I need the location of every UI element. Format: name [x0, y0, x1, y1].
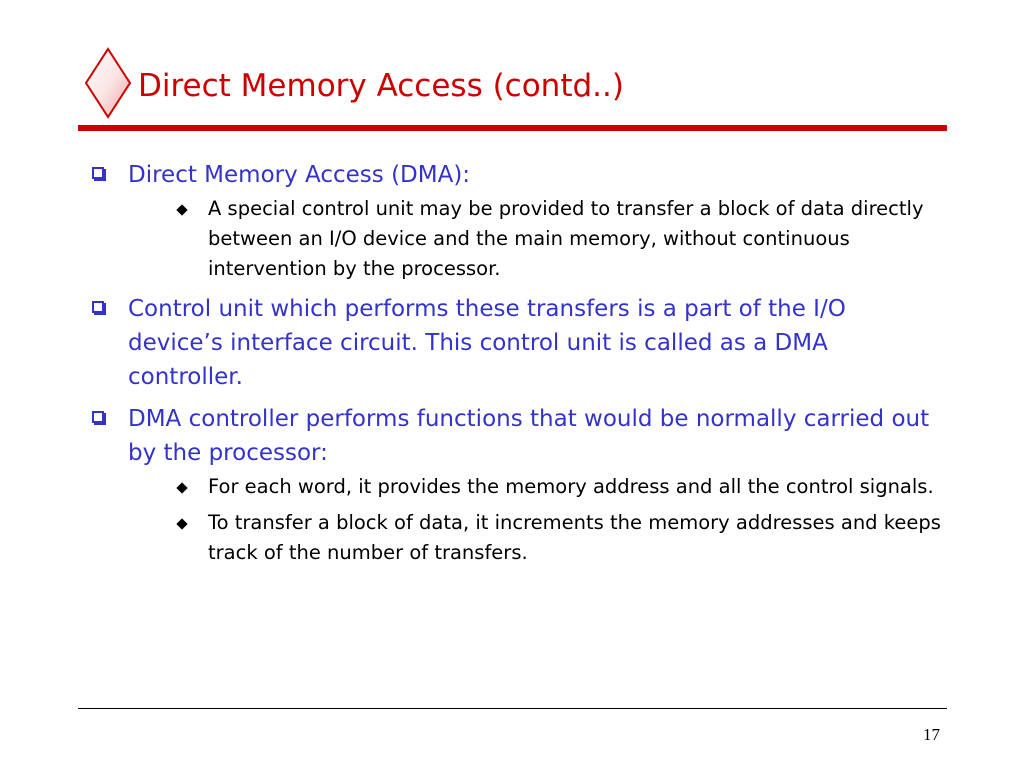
- bullet-control-unit: Control unit which performs these transf…: [92, 292, 942, 394]
- checkbox-bullet-icon: [92, 411, 104, 423]
- sub-bullet: To transfer a block of data, it incremen…: [174, 508, 942, 568]
- bullet-dma: Direct Memory Access (DMA): A special co…: [92, 158, 942, 284]
- sub-bullet-text: A special control unit may be provided t…: [208, 197, 924, 280]
- sub-bullet: A special control unit may be provided t…: [174, 194, 942, 284]
- bullet-list: Direct Memory Access (DMA): A special co…: [92, 158, 942, 576]
- sub-bullet-text: To transfer a block of data, it incremen…: [208, 511, 941, 564]
- checkbox-bullet-icon: [92, 301, 104, 313]
- footer-rule: [78, 708, 947, 709]
- bullet-text: Control unit which performs these transf…: [128, 296, 846, 390]
- diamond-bullet-icon: [176, 518, 188, 530]
- bullet-dma-controller: DMA controller performs functions that w…: [92, 402, 942, 568]
- page-number: 17: [923, 725, 940, 744]
- checkbox-bullet-icon: [92, 167, 104, 179]
- diamond-bullet-icon: [176, 204, 188, 216]
- bullet-text: DMA controller performs functions that w…: [128, 406, 930, 466]
- sub-bullet: For each word, it provides the memory ad…: [174, 472, 942, 502]
- bullet-text: Direct Memory Access (DMA):: [128, 162, 471, 188]
- sub-bullet-list: For each word, it provides the memory ad…: [174, 472, 942, 568]
- sub-bullet-text: For each word, it provides the memory ad…: [208, 475, 934, 498]
- diamond-bullet-icon: [176, 482, 188, 494]
- diamond-icon: [84, 47, 132, 119]
- slide-title: Direct Memory Access (contd..): [138, 68, 624, 104]
- title-rule: [78, 125, 947, 131]
- sub-bullet-list: A special control unit may be provided t…: [174, 194, 942, 284]
